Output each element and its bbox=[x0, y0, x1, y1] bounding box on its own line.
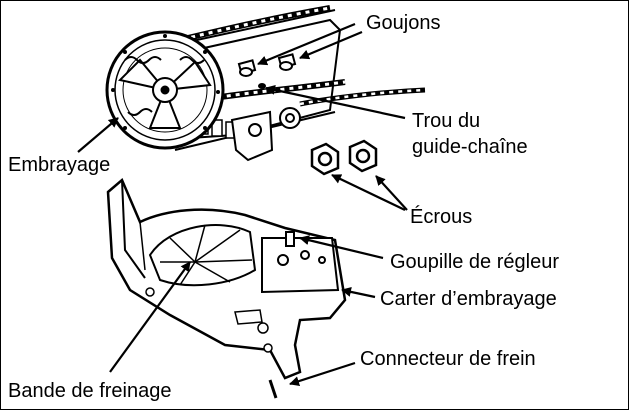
brake-band bbox=[148, 224, 257, 287]
studs bbox=[237, 53, 297, 77]
label-carter-d-embrayage: Carter d’embrayage bbox=[380, 288, 557, 310]
label-ecrous: Écrous bbox=[410, 206, 473, 228]
adjuster-block bbox=[261, 231, 340, 294]
callout-arrows bbox=[77, 22, 408, 386]
label-bande-de-freinage: Bande de freinage bbox=[8, 380, 172, 402]
guide-bar-hole bbox=[258, 83, 266, 89]
label-guide-chaine: guide-chaîne bbox=[412, 136, 528, 158]
clutch-mount bbox=[230, 107, 301, 162]
nuts bbox=[310, 139, 378, 176]
label-goupille-de-regleur: Goupille de régleur bbox=[390, 251, 559, 273]
label-trou-du: Trou du bbox=[412, 110, 481, 132]
label-embrayage: Embrayage bbox=[8, 154, 111, 176]
cover-details bbox=[145, 287, 278, 399]
clutch-drum bbox=[105, 30, 225, 150]
label-connecteur-de-frein: Connecteur de frein bbox=[360, 348, 536, 370]
label-goujons: Goujons bbox=[366, 12, 441, 34]
